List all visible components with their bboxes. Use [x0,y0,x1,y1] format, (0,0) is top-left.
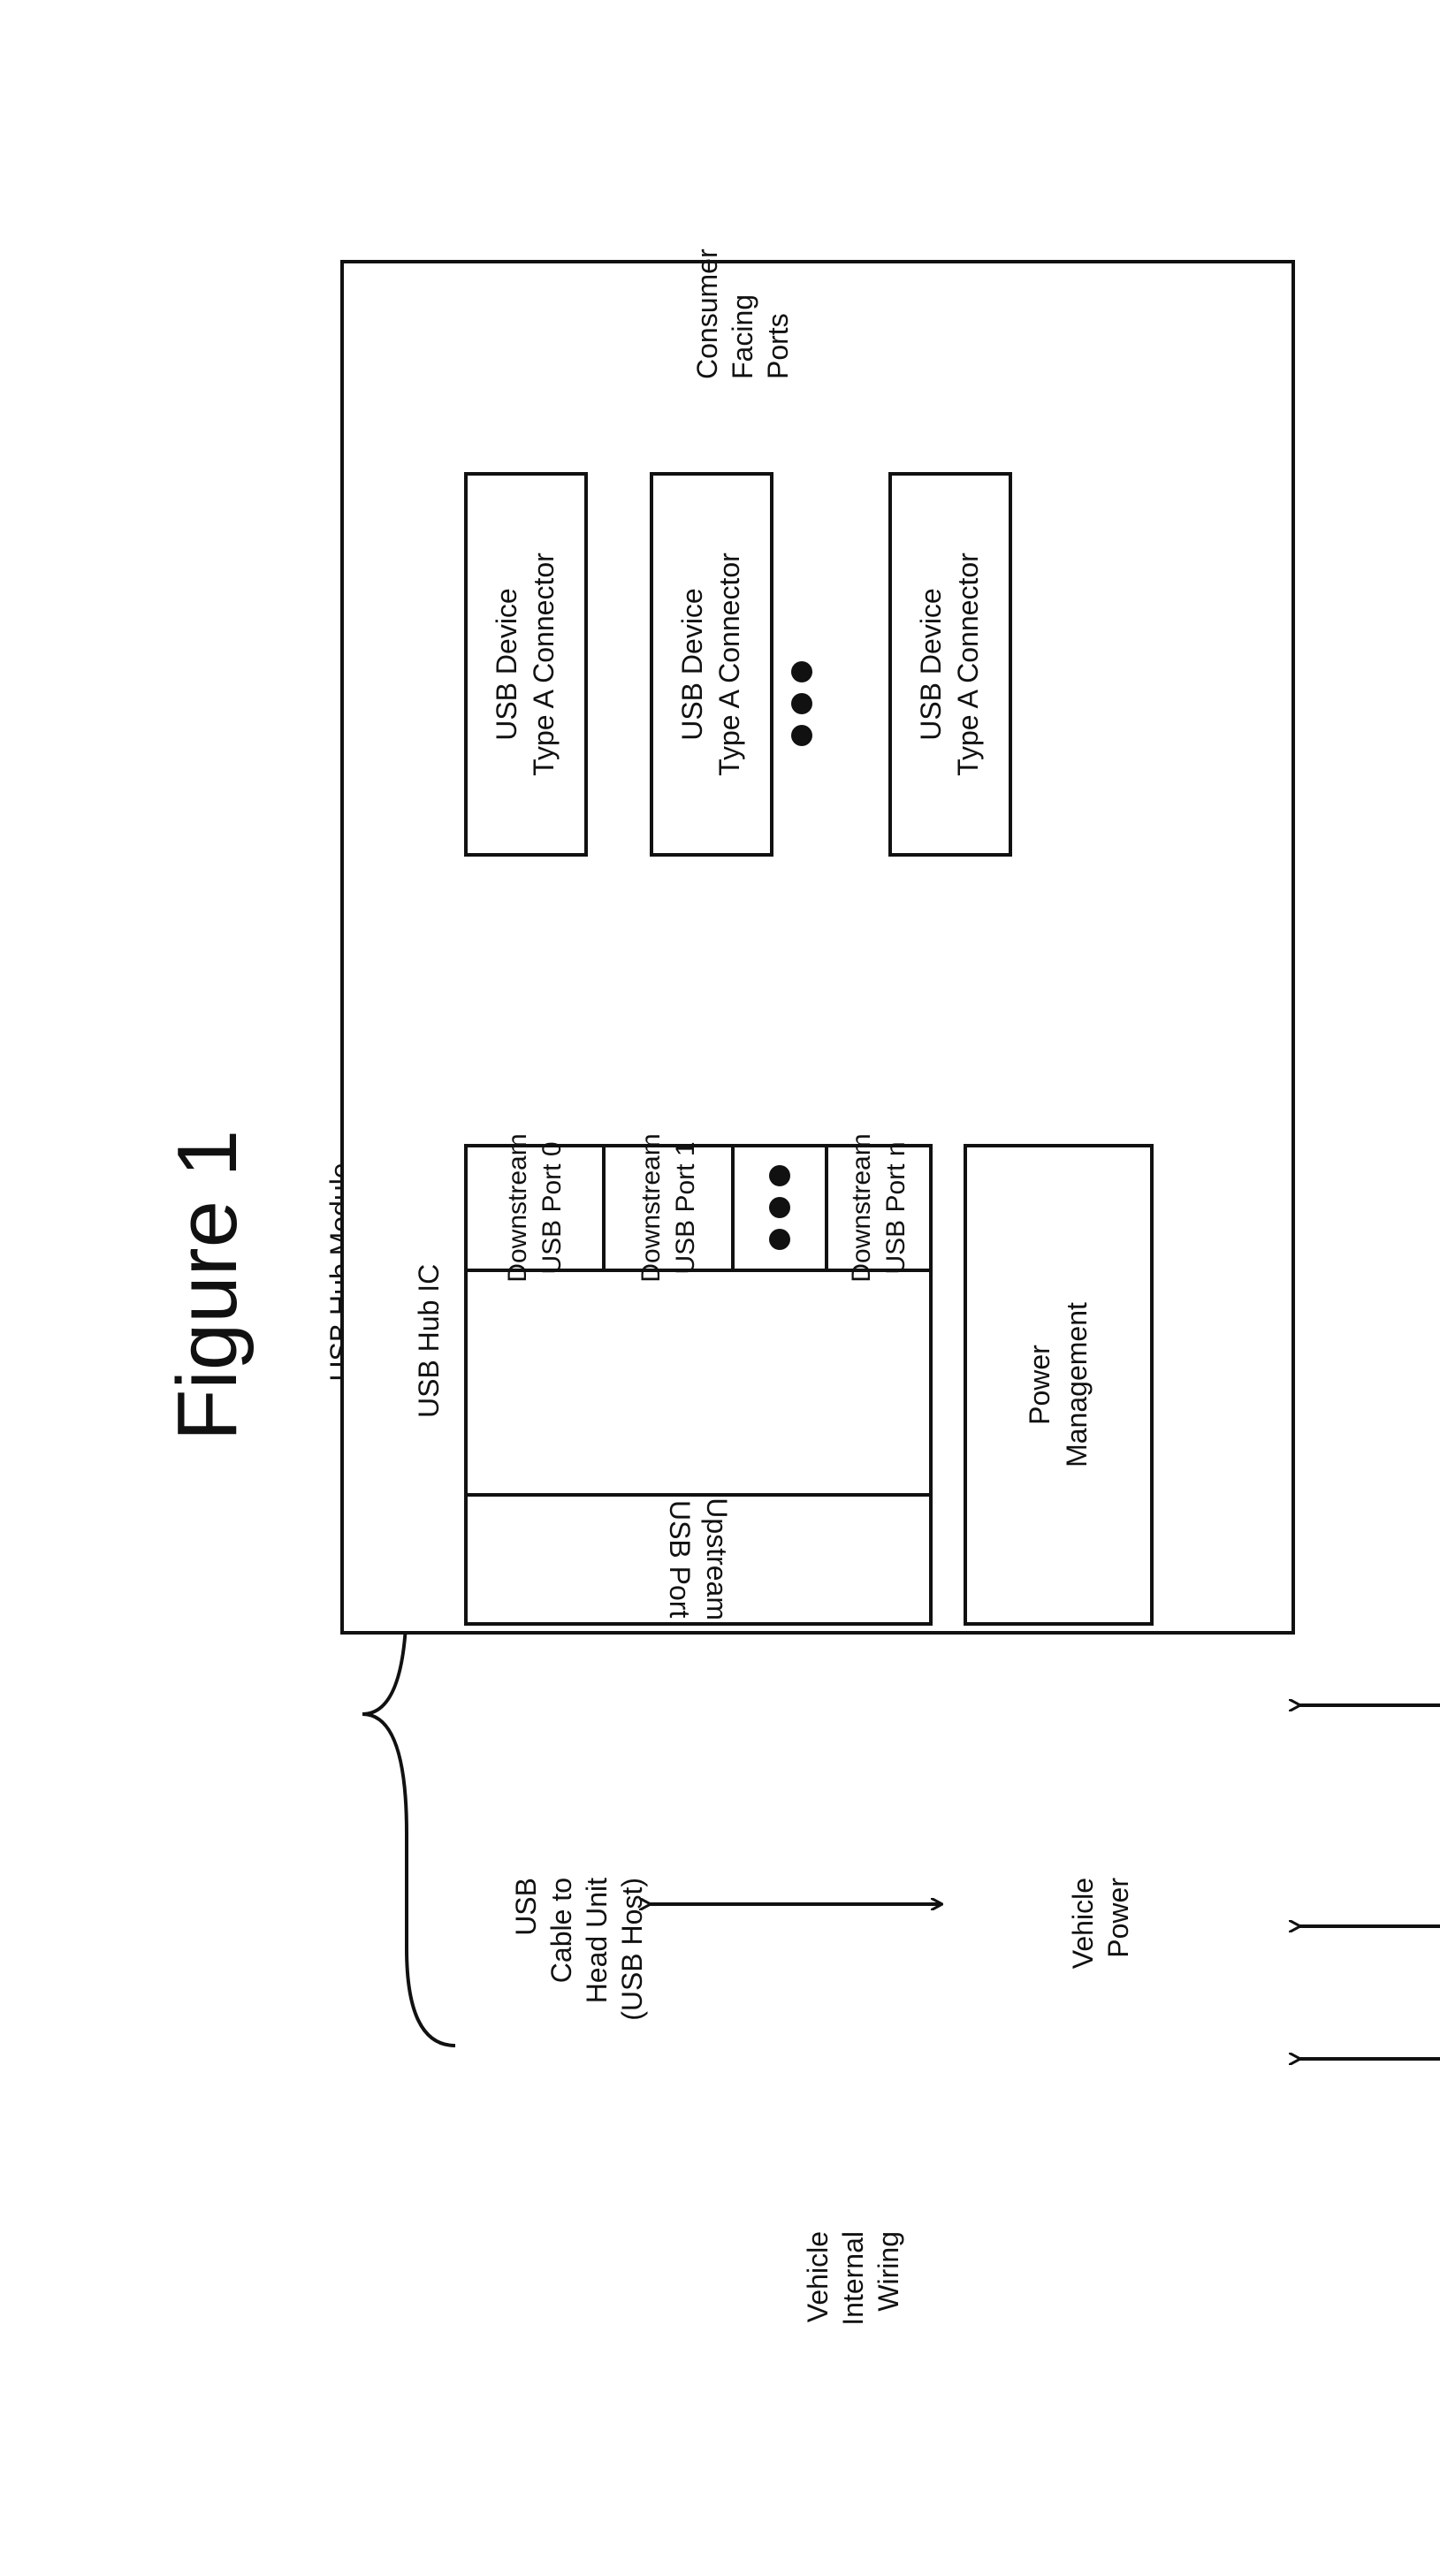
downstream-usb-port-n: Downstream USB Port n [825,1144,933,1272]
usb-connector-3-label: USB Device Type A Connector [913,553,987,776]
downstream-usb-port-0-label: Downstream USB Port 0 [500,1133,569,1282]
consumer-facing-ports-label: Consumer Facing Ports [690,167,796,379]
usb-connector-1: USB Device Type A Connector [464,472,588,857]
usb-connector-2: USB Device Type A Connector [650,472,773,857]
vehicle-power-label: Vehicle Power [1065,1878,1136,2046]
hub-ic-label: USB Hub IC [411,1215,446,1418]
port1-connector-arrow [1299,1869,1440,1926]
downstream-ports-ellipsis-cell [731,1144,828,1272]
vehicle-internal-wiring-label: Vehicle Internal Wiring [800,2231,906,2399]
power-management-label: Power Management [1022,1302,1095,1467]
downstream-usb-port-1-label: Downstream USB Port 1 [634,1133,703,1282]
ellipsis-dot [791,693,812,714]
ellipsis-dot [769,1230,790,1251]
usb-connector-3: USB Device Type A Connector [888,472,1012,857]
usb-connector-2-label: USB Device Type A Connector [674,553,748,776]
downstream-ellipsis [769,1166,790,1251]
ellipsis-dot [791,661,812,682]
downstream-usb-port-0: Downstream USB Port 0 [464,1144,606,1272]
ellipsis-dot [791,725,812,746]
usb-connector-1-label: USB Device Type A Connector [489,553,562,776]
figure-title: Figure 1 [155,1126,261,1444]
power-management: Power Management [964,1144,1154,1626]
ellipsis-dot [769,1166,790,1187]
portn-connector-arrow [1299,1630,1440,1705]
downstream-usb-port-n-label: Downstream USB Port n [844,1133,913,1282]
connector-ellipsis [791,661,812,746]
downstream-usb-port-1: Downstream USB Port 1 [602,1144,735,1272]
upstream-usb-port-label: Upstream USB Port [661,1498,735,1621]
usb-cable-label: USB Cable to Head Unit (USB Host) [508,1878,650,2081]
ellipsis-dot [769,1198,790,1219]
upstream-usb-port: Upstream USB Port [464,1493,933,1626]
